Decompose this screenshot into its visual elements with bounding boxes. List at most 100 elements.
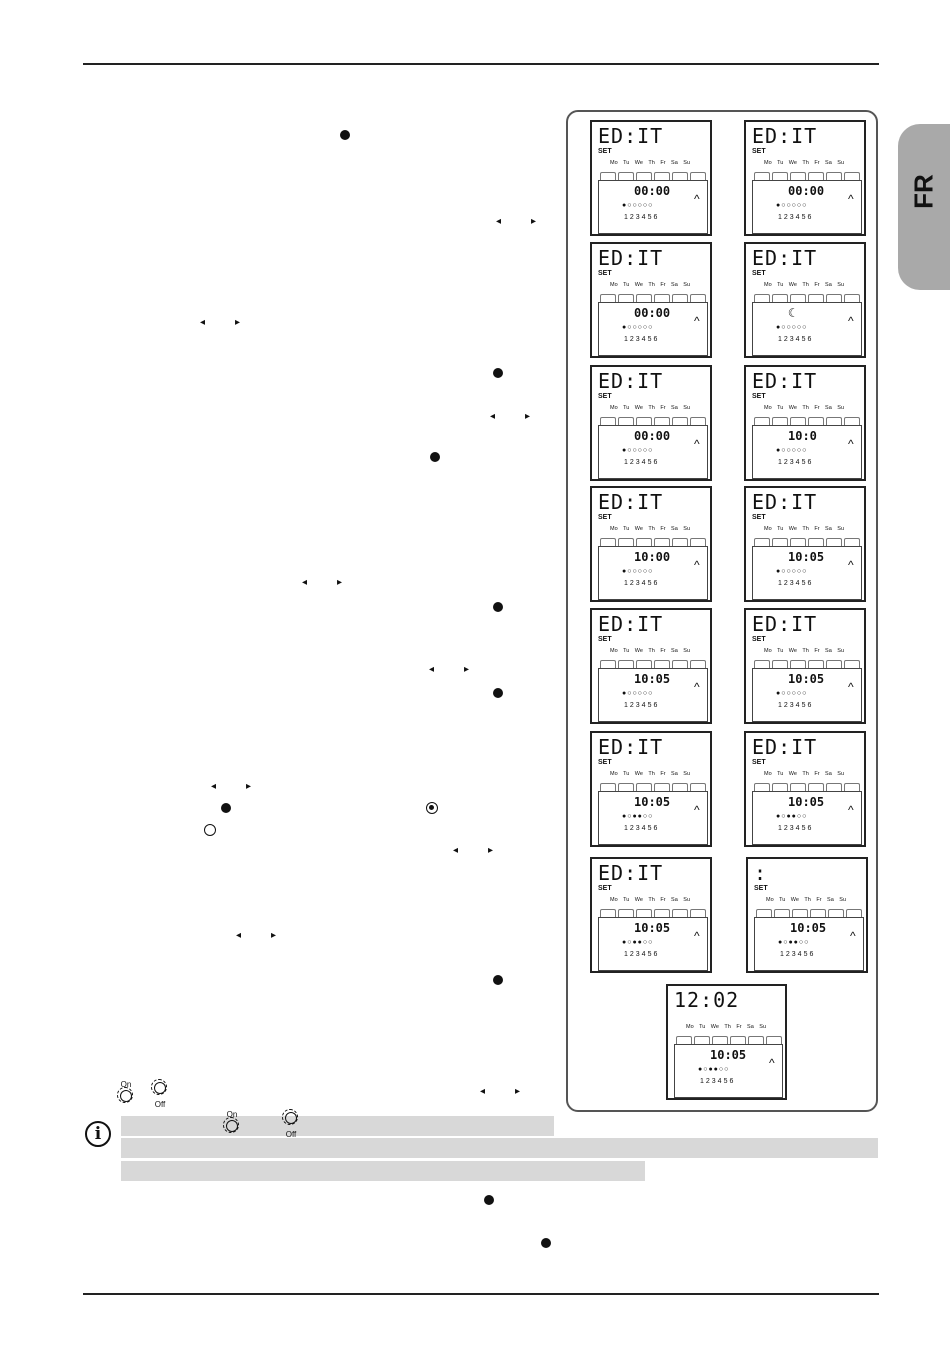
lcd-time: 10:05 (634, 921, 671, 935)
lcd-program-tabs (600, 172, 708, 181)
lcd-program-tab (808, 538, 824, 546)
lcd-program-tab (672, 538, 688, 546)
lcd-program-tab (844, 783, 860, 791)
lcd-time: 10:05 (788, 672, 825, 686)
lcd-program-tab (772, 294, 788, 302)
lcd-program-tab (690, 783, 706, 791)
lcd-program-tab (636, 909, 652, 917)
lcd-program-tab (636, 417, 652, 425)
lcd-set-label: SET (598, 636, 612, 643)
lcd-program-tab (636, 783, 652, 791)
lcd-program-tabs (754, 294, 862, 303)
select-button-icon (484, 1195, 494, 1205)
lcd-program-tab (844, 660, 860, 668)
lcd-program-tab (694, 1036, 710, 1044)
lcd-header-text: ED:IT (752, 490, 818, 514)
lcd-program-tabs (754, 660, 862, 669)
lcd-program-dots: ●○●●○○ (698, 1066, 730, 1073)
lcd-program-dots: ●○○○○○ (776, 324, 808, 331)
select-button-icon (493, 368, 503, 378)
lcd-program-tab (844, 538, 860, 546)
lcd-program-tabs (600, 294, 708, 303)
lcd-program-tabs (600, 909, 708, 918)
lcd-program-tab (618, 417, 634, 425)
lcd-frame (598, 302, 708, 356)
lcd-program-tab (654, 172, 670, 180)
right-arrow-icon: ▸ (271, 930, 277, 941)
lcd-frame (752, 791, 862, 845)
lcd-time: 10:05 (790, 921, 827, 935)
sun-off-icon: Off (148, 1079, 172, 1114)
lcd-program-tab (690, 538, 706, 546)
lcd-header-text: ED:IT (598, 612, 664, 636)
left-arrow-icon: ◂ (302, 577, 308, 588)
lcd-program-tab (810, 909, 826, 917)
lcd-program-tab (826, 172, 842, 180)
lcd-program-tab (808, 783, 824, 791)
lcd-set-label: SET (752, 393, 766, 400)
lcd-program-tab (790, 660, 806, 668)
lcd-frame (752, 546, 862, 600)
lcd-program-tab (790, 538, 806, 546)
lcd-program-dots: ●○○○○○ (622, 568, 654, 575)
lcd-program-tab (600, 783, 616, 791)
lcd-program-tab (844, 417, 860, 425)
lcd-program-tab (654, 909, 670, 917)
lcd-program-tab (772, 783, 788, 791)
lcd-program-tab (808, 294, 824, 302)
lcd-time: 10:05 (634, 672, 671, 686)
lcd-weekdays: Mo Tu We Th Fr Sa Su (610, 526, 691, 532)
lcd-frame (598, 425, 708, 479)
lcd-frame (752, 668, 862, 722)
lcd-program-tab (748, 1036, 764, 1044)
lcd-program-tab (600, 538, 616, 546)
lcd-program-tab (600, 909, 616, 917)
lcd-program-tabs (676, 1036, 784, 1045)
up-chevron-icon: ^ (848, 803, 854, 817)
left-right-arrows-icon: ◂▸ (200, 317, 244, 328)
lcd-program-tab (690, 909, 706, 917)
lcd-program-tab (754, 660, 770, 668)
lcd-weekdays: Mo Tu We Th Fr Sa Su (764, 160, 845, 166)
info-icon: i (85, 1121, 111, 1147)
select-button-icon (493, 602, 503, 612)
lcd-set-label: SET (754, 885, 768, 892)
lcd-program-tabs (754, 172, 862, 181)
lcd-program-numbers: 123456 (778, 825, 814, 832)
lcd-program-numbers: 123456 (778, 459, 814, 466)
lcd-program-tab (826, 660, 842, 668)
lcd-set-label: SET (598, 885, 612, 892)
lcd-program-tab (754, 294, 770, 302)
lcd-program-tab (808, 417, 824, 425)
lcd-header-text: ED:IT (598, 124, 664, 148)
lcd-program-tab (712, 1036, 728, 1044)
note-band-2 (121, 1138, 878, 1158)
sun-on-icon: On (114, 1080, 138, 1114)
lcd-time: 10:05 (634, 795, 671, 809)
up-chevron-icon: ^ (694, 680, 700, 694)
left-right-arrows-icon: ◂▸ (429, 664, 473, 675)
up-chevron-icon: ^ (694, 314, 700, 328)
lcd-program-tab (790, 294, 806, 302)
lcd-weekdays: Mo Tu We Th Fr Sa Su (610, 160, 691, 166)
lcd-program-tab (618, 660, 634, 668)
lcd-program-dots: ●○○○○○ (622, 447, 654, 454)
lcd-program-tabs (600, 660, 708, 669)
lcd-program-tab (672, 783, 688, 791)
lcd-program-tab (790, 172, 806, 180)
lcd-program-tab (672, 660, 688, 668)
lcd-program-tab (618, 294, 634, 302)
lcd-program-tab (774, 909, 790, 917)
lcd-program-tab (844, 294, 860, 302)
up-chevron-icon: ^ (848, 437, 854, 451)
lcd-frame (752, 180, 862, 234)
